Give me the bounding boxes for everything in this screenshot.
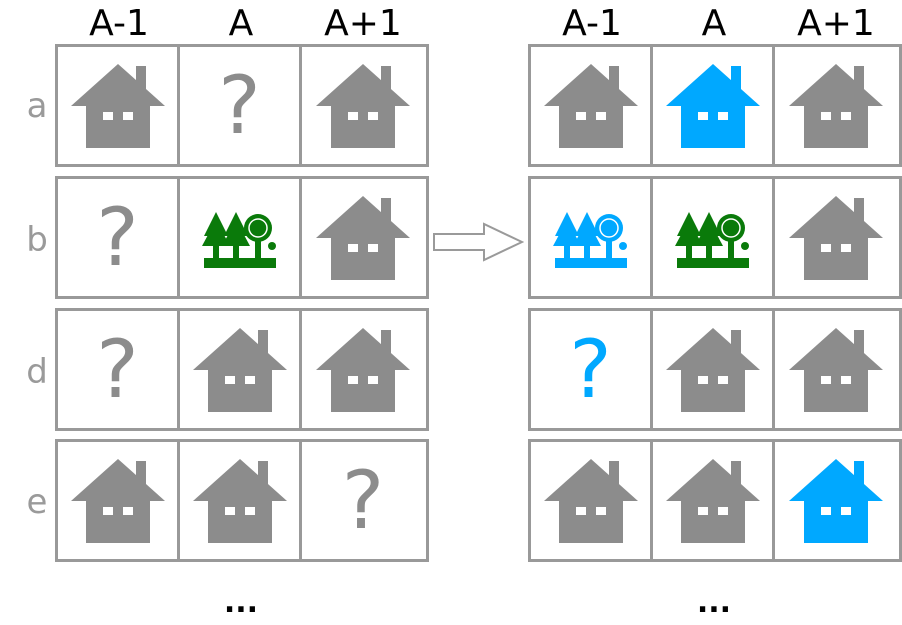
house-blue-icon [665,63,760,148]
house-icon [789,195,883,280]
row-label-d: d [26,352,48,392]
left-grid-row-e: ? [55,439,429,562]
left-col-header-a: A [228,3,254,44]
house-icon [316,327,410,412]
house-icon [192,458,287,543]
house-icon [789,327,883,412]
house-icon [665,327,760,412]
right-cell-a-1 [653,47,775,164]
house-icon [70,63,165,148]
right-ellipsis: ... [696,585,732,620]
left-cell-d-1 [180,311,302,428]
left-grid-row-d: ? [55,308,429,431]
right-col-header-a-plus-1: A+1 [797,3,875,44]
question-icon: ? [218,58,261,152]
house-icon [665,458,760,543]
left-cell-d-0: ? [58,311,180,428]
left-cell-b-1 [180,179,302,296]
left-cell-a-2 [302,47,424,164]
right-cell-d-1 [653,311,775,428]
question-icon: ? [96,190,139,284]
right-arrow-icon [433,222,524,262]
house-icon [789,63,883,148]
question-blue-icon: ? [569,322,612,416]
right-grid-row-b [528,176,902,299]
left-cell-e-0 [58,442,180,559]
right-col-header-a-minus-1: A-1 [562,3,622,44]
row-label-a: a [26,86,48,126]
right-cell-d-2 [775,311,897,428]
right-cell-e-1 [653,442,775,559]
house-icon [543,458,638,543]
park-blue-icon [552,211,627,268]
left-cell-e-2: ? [302,442,424,559]
right-grid-row-e [528,439,902,562]
question-icon: ? [341,453,385,547]
right-grid-row-d: ? [528,308,902,431]
left-cell-a-0 [58,47,180,164]
right-cell-d-0: ? [531,311,653,428]
right-cell-b-1 [653,179,775,296]
left-grid-row-a: ? [55,44,429,167]
left-cell-a-1: ? [180,47,302,164]
house-icon [192,327,287,412]
left-grid-row-b: ? [55,176,429,299]
left-cell-b-2 [302,179,424,296]
house-icon [316,195,410,280]
left-col-header-a-minus-1: A-1 [89,3,149,44]
left-cell-e-1 [180,442,302,559]
right-cell-e-2 [775,442,897,559]
right-cell-b-2 [775,179,897,296]
row-label-e: e [26,482,48,522]
house-icon [543,63,638,148]
right-cell-a-0 [531,47,653,164]
house-blue-icon [789,458,883,543]
right-col-header-a: A [701,3,727,44]
right-cell-a-2 [775,47,897,164]
left-cell-b-0: ? [58,179,180,296]
house-icon [70,458,165,543]
left-cell-d-2 [302,311,424,428]
park-icon [201,211,276,268]
right-cell-b-0 [531,179,653,296]
left-col-header-a-plus-1: A+1 [324,3,402,44]
right-cell-e-0 [531,442,653,559]
question-icon: ? [96,322,139,416]
house-icon [316,63,410,148]
row-label-b: b [26,220,48,260]
right-grid-row-a [528,44,902,167]
left-ellipsis: ... [223,585,259,620]
park-icon [674,211,749,268]
